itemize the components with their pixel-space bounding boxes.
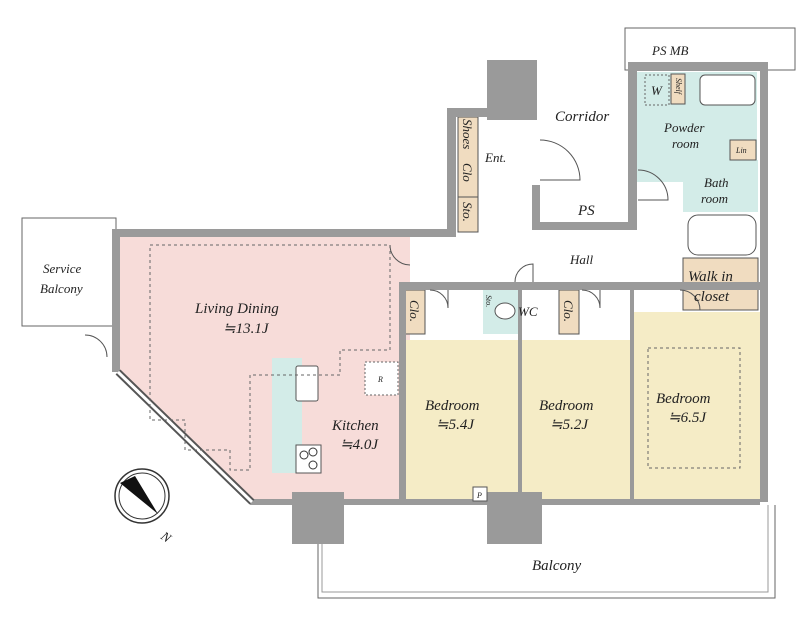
bedroom-3-area — [633, 312, 760, 500]
shoes-label: Shoes — [460, 119, 475, 149]
hall-label: Hall — [569, 252, 594, 267]
storage-label: Sto. — [460, 202, 475, 222]
toilet-icon — [494, 302, 516, 320]
bedroom-2-area — [521, 340, 631, 500]
bathroom-label: Bath — [704, 175, 729, 190]
pipe-space-label: P — [476, 491, 482, 500]
doors — [84, 139, 701, 358]
ps-label: PS — [577, 203, 595, 219]
shelf-label: Shelf — [674, 78, 683, 96]
wc-storage-label: Sto. — [484, 295, 493, 307]
walk-in-closet-label: Walk in — [688, 269, 733, 285]
burner-icon — [308, 460, 318, 470]
closet-b-label: Clo. — [561, 300, 576, 322]
powder-room-label: Powder — [663, 120, 705, 135]
ps-mb-label: PS MB — [651, 43, 689, 58]
bedroom-3-size: ≒6.5J — [668, 410, 707, 426]
washer-label: W — [651, 83, 663, 98]
bedroom-3-label: Bedroom — [656, 391, 711, 407]
living-dining-area — [118, 237, 410, 500]
balcony-outline — [317, 505, 776, 599]
service-balcony-label: Service — [43, 261, 81, 276]
burner-icon — [308, 447, 318, 457]
bedroom-1-label: Bedroom — [425, 398, 480, 414]
kitchen-sink-icon — [295, 365, 319, 402]
corridor-label: Corridor — [555, 109, 609, 125]
kitchen-label: Kitchen — [331, 418, 379, 434]
burner-icon — [299, 450, 309, 460]
shelf — [670, 73, 686, 105]
linen-label: Lin — [735, 146, 747, 155]
walk-in-closet-label-2: closet — [694, 289, 730, 305]
washer-space — [644, 74, 670, 106]
kitchen-size: ≒4.0J — [340, 437, 379, 453]
balcony-inner-line — [321, 505, 769, 593]
bathroom-area — [683, 160, 758, 212]
bedroom-2-label: Bedroom — [539, 398, 594, 414]
living-dining-size: ≒13.1J — [223, 321, 270, 337]
north-compass — [114, 468, 170, 524]
bathtub — [687, 214, 757, 256]
ceiling-outline — [149, 244, 391, 471]
storage-closet — [457, 196, 479, 233]
stove-icon — [295, 444, 322, 474]
fridge-space — [364, 361, 399, 396]
bedroom-1-area — [405, 340, 519, 500]
walls — [112, 60, 768, 544]
pipe-space — [472, 486, 488, 502]
linen-closet — [729, 139, 757, 161]
fridge-label: R — [377, 375, 383, 384]
north-label: N — [157, 528, 175, 547]
bathroom-label-2: room — [701, 191, 728, 206]
bedroom-3-ceiling — [647, 347, 741, 469]
living-dining-label: Living Dining — [194, 301, 279, 317]
washbasin — [699, 74, 756, 106]
closet-a-label: Clo. — [407, 300, 422, 322]
bedroom-2-size: ≒5.2J — [550, 417, 589, 433]
wc-label: WC — [518, 304, 538, 319]
powder-room-label-2: room — [672, 136, 699, 151]
balcony-label: Balcony — [532, 558, 581, 574]
service-balcony-label-2: Balcony — [40, 281, 83, 296]
shoes-clo-label: Clo — [460, 163, 475, 182]
bedroom-1-size: ≒5.4J — [436, 417, 475, 433]
entrance-label: Ent. — [484, 150, 506, 165]
